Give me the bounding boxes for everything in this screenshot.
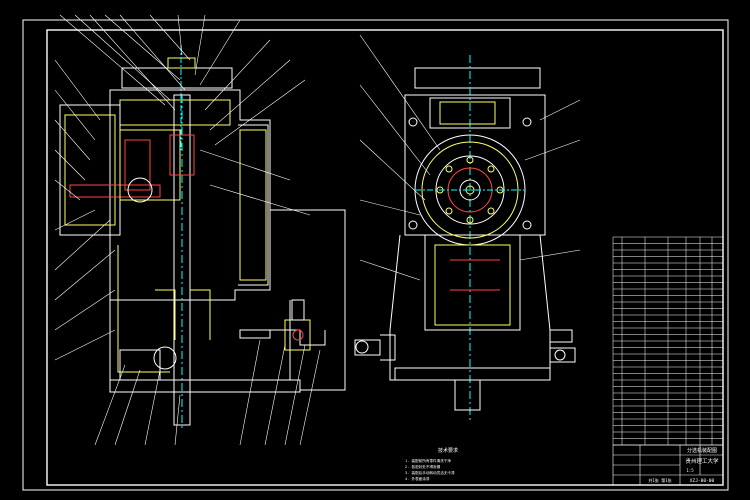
gearbox-housing xyxy=(404,94,546,236)
title-drawing-name: 分选机装配图 xyxy=(687,447,717,454)
parts-table xyxy=(612,236,724,446)
notes-line-2: 2. 各密封处不得渗漏 xyxy=(405,464,441,469)
column xyxy=(424,235,521,331)
notes-heading: 技术要求 xyxy=(438,447,458,454)
notes-line-1: 1. 装配前所有零件清洗干净 xyxy=(405,458,451,463)
section-view xyxy=(54,14,346,446)
base-plate xyxy=(109,379,301,393)
top-cover xyxy=(121,67,233,89)
notes-line-4: 4. 外表面涂漆 xyxy=(405,476,430,481)
motor-cover xyxy=(414,67,541,89)
base-frame xyxy=(394,367,551,381)
lower-body xyxy=(109,235,291,381)
title-school: 贵州理工大学 xyxy=(685,457,719,465)
title-scale: 1:5 xyxy=(686,468,694,473)
title-block xyxy=(612,444,724,486)
upper-housing xyxy=(109,89,271,301)
gear-box xyxy=(59,104,121,236)
title-sheet: 共1张 第1张 xyxy=(648,477,671,483)
title-drawing-number: XZJ-00-00 xyxy=(690,478,715,484)
front-view xyxy=(354,34,581,420)
notes-line-3: 3. 装配后手动转动灵活无卡滞 xyxy=(405,470,455,475)
